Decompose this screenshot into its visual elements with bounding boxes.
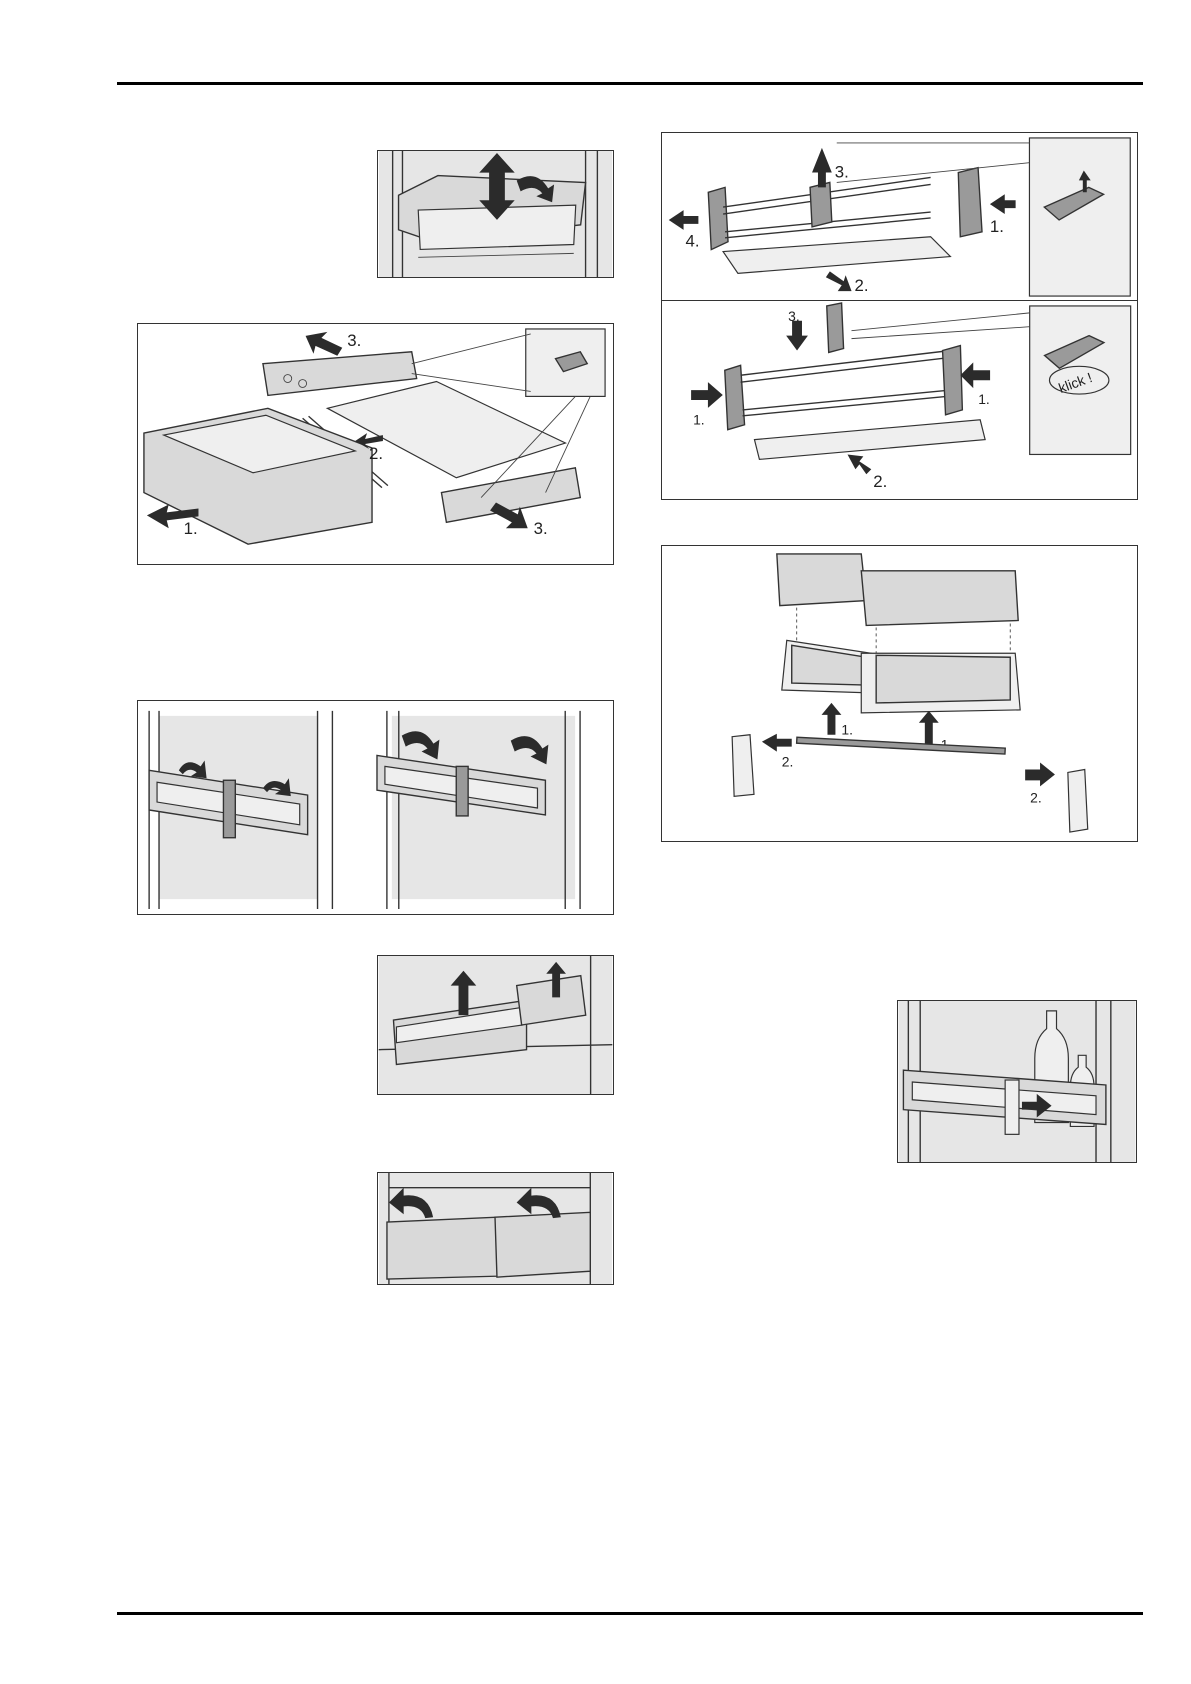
figure-box-lift <box>377 955 614 1095</box>
label-step-3: 3. <box>788 308 800 324</box>
label-step-1: 1. <box>184 519 198 538</box>
label-step-1-left: 1. <box>841 722 853 738</box>
shelf-clip <box>827 303 844 353</box>
label-step-3-bottom: 3. <box>534 519 548 538</box>
lid-left <box>777 554 866 606</box>
figure-drawer-disassembly: 1. 2. 3. 3. <box>137 323 614 565</box>
shelf-end-cap-left <box>708 187 728 249</box>
label-step-1-left: 1. <box>693 412 705 428</box>
label-step-1-right: 1. <box>978 391 990 407</box>
door-box-left <box>387 1217 499 1279</box>
label-step-2: 2. <box>369 444 383 463</box>
arrow-left-icon <box>669 210 699 230</box>
figure-box-tilt <box>377 1172 614 1285</box>
arrow-up-icon <box>812 148 832 188</box>
shelf-clip <box>810 182 832 226</box>
label-step-2-left: 2. <box>782 754 794 770</box>
figure-door-shelf-boxes: 1. 1. 2. 2. <box>661 545 1138 842</box>
arrow-left-icon <box>960 362 990 388</box>
label-step-3: 3. <box>835 162 849 181</box>
arrow-right-icon <box>990 194 1016 214</box>
figure-drawer-lift <box>377 150 614 278</box>
rod <box>797 737 1006 754</box>
arrow-up-icon <box>822 703 842 735</box>
door-box-right <box>495 1212 590 1277</box>
shelf-end-cap-right <box>943 346 963 415</box>
drawer-side-rail-top <box>263 352 417 396</box>
detail-inset <box>1029 138 1130 296</box>
arrow-down-right-icon <box>826 271 852 291</box>
label-step-2: 2. <box>855 276 869 295</box>
label-step-4: 4. <box>686 232 700 251</box>
arrow-up-icon <box>919 711 939 745</box>
end-piece-left <box>732 735 754 797</box>
arrow-left-icon <box>762 734 792 752</box>
figure-bottle-holder <box>897 1000 1137 1163</box>
label-step-2: 2. <box>873 472 887 491</box>
shelf-glass <box>723 237 950 274</box>
shelf-glass <box>754 420 985 460</box>
label-step-1: 1. <box>990 217 1004 236</box>
arrow-up-left-icon <box>306 332 343 356</box>
arrow-right-icon <box>691 382 723 408</box>
shelf-end-cap-right <box>958 168 982 237</box>
arrow-up-left-icon <box>848 454 872 474</box>
end-piece-right <box>1068 769 1088 832</box>
figure-door-rack-insert <box>137 700 614 915</box>
label-step-3-top: 3. <box>347 331 361 350</box>
top-rule <box>117 82 1143 85</box>
figure-shelf-assembly: klick ! 3. 1. 1. 2. <box>661 300 1138 500</box>
bottom-rule <box>117 1612 1143 1615</box>
arrow-right-icon <box>1025 763 1055 787</box>
lid-right <box>861 571 1018 626</box>
arrow-down-icon <box>786 321 808 351</box>
bottle-clip <box>1005 1080 1019 1134</box>
figure-shelf-disassembly: 3. 4. 1. 2. <box>661 132 1138 302</box>
label-step-2-right: 2. <box>1030 789 1042 805</box>
